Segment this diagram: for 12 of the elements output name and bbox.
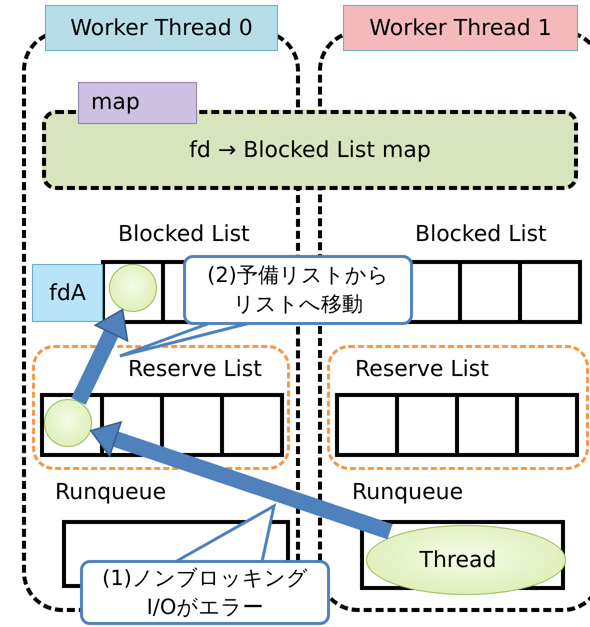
block-arrow [90,421,393,540]
section-label: Runqueue [352,480,464,505]
list-title: Reserve List [355,357,489,382]
thread-ellipse: Thread [366,525,566,595]
section-label: Runqueue [55,480,166,505]
title-tab: Worker Thread 1 [343,5,578,51]
title-tab: Worker Thread 0 [45,5,278,51]
list-title: Reserve List [128,357,262,382]
map-tab: map [78,82,197,124]
section-label: Blocked List [415,222,547,247]
section-label: Blocked List [118,222,250,247]
fd-box: fdA [32,264,103,322]
